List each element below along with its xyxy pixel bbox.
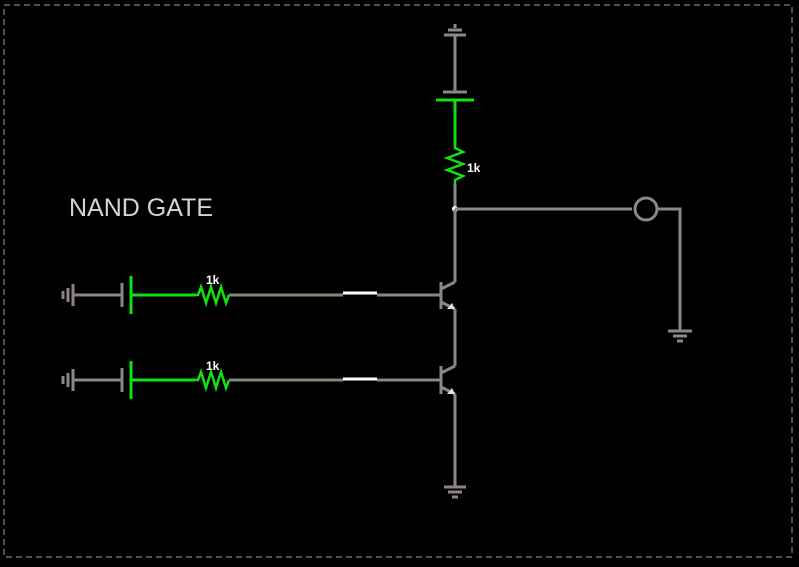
ground-icon-bottom	[444, 485, 466, 499]
resistor-top-label: 1k	[467, 161, 481, 175]
resistor-b[interactable]	[195, 367, 231, 393]
circuit-title: NAND GATE	[69, 194, 213, 222]
transistor-a-emitter-arrow	[447, 303, 455, 309]
ground-icon-output	[668, 329, 692, 343]
transistor-a[interactable]	[439, 280, 457, 366]
ground-icon-input-b	[61, 369, 75, 391]
ground-icon-input-a	[61, 284, 75, 306]
vcc-ground-symbol-top	[443, 24, 467, 94]
resistor-a-label: 1k	[206, 273, 220, 287]
transistor-b-emitter-arrow	[447, 388, 455, 394]
canvas-border	[3, 4, 793, 558]
wire-output-ground	[657, 207, 682, 330]
resistor-a[interactable]	[195, 282, 231, 308]
battery-top[interactable]	[436, 98, 474, 145]
transistor-b[interactable]	[439, 364, 457, 486]
output-probe[interactable]	[633, 196, 659, 222]
resistor-top[interactable]	[443, 145, 467, 184]
resistor-b-label: 1k	[206, 359, 220, 373]
